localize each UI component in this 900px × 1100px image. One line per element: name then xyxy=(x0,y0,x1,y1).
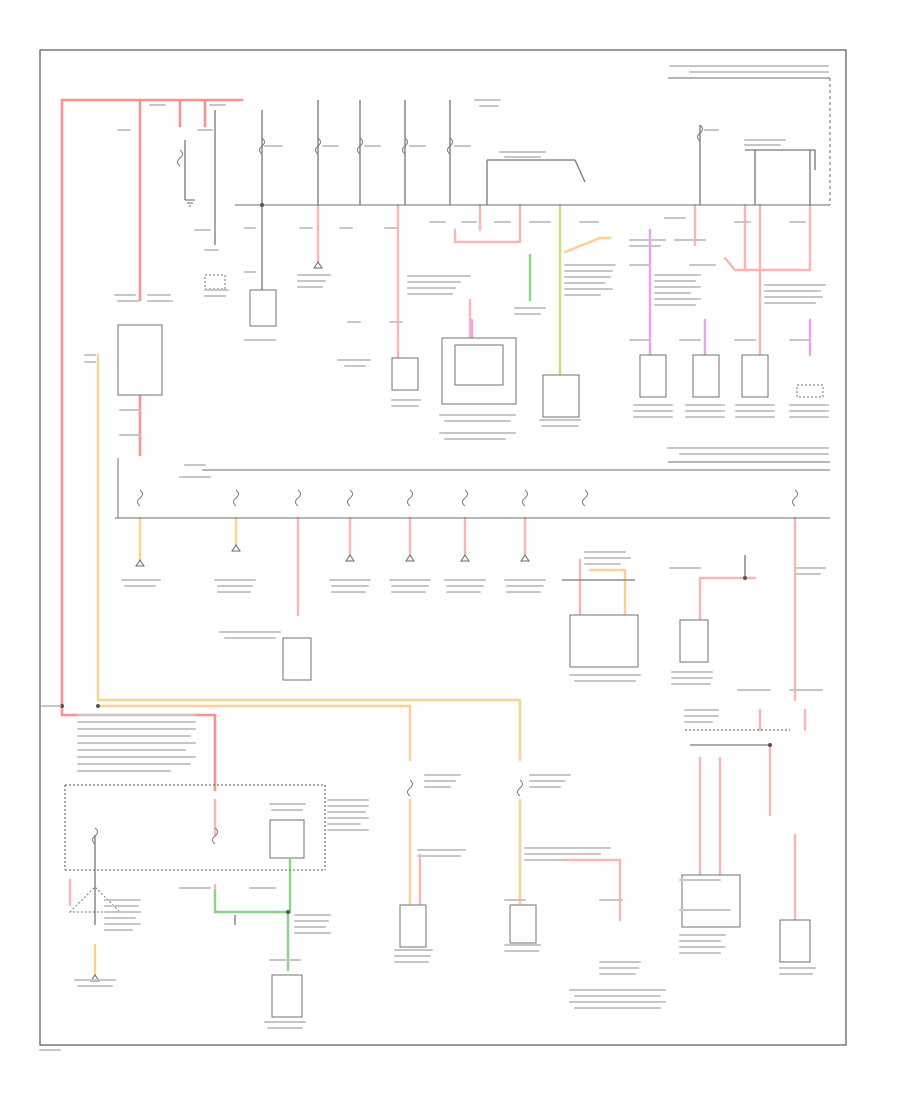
fuse-3 xyxy=(357,137,363,155)
fuse-15 xyxy=(792,489,798,507)
transmission-range-box xyxy=(542,374,580,418)
component-boxes xyxy=(117,274,824,1018)
fuse-4 xyxy=(402,137,408,155)
fuse-6 xyxy=(697,124,703,142)
ground-icon xyxy=(460,554,470,562)
battery-box xyxy=(204,274,226,290)
orange-wires xyxy=(93,236,627,977)
bus-bars xyxy=(115,77,831,519)
ground-icon xyxy=(231,544,241,552)
sensor-box-3 xyxy=(741,354,769,398)
diagram-frame xyxy=(39,49,847,1046)
fuse-10 xyxy=(347,489,353,507)
generator-box xyxy=(249,289,277,327)
headlamp-switch-box xyxy=(779,919,811,963)
fuse-14 xyxy=(582,489,588,507)
pink-wires xyxy=(68,203,812,922)
splice-dots xyxy=(60,203,772,914)
fuse-5 xyxy=(447,137,453,155)
fuse-18 xyxy=(92,827,98,845)
fuel-pump-box xyxy=(399,904,427,948)
starter-relay-box xyxy=(117,324,163,396)
headlamp-relay-box xyxy=(681,874,741,928)
fuse-13 xyxy=(522,489,528,507)
central-junction-box xyxy=(569,614,639,668)
fuse-17 xyxy=(517,779,523,797)
label-strokes xyxy=(39,65,829,1051)
ground-icon xyxy=(313,261,323,269)
abs-module-box xyxy=(679,619,709,663)
mega-fuse-box xyxy=(391,357,419,391)
relay-module-box xyxy=(282,637,312,681)
fuse-16 xyxy=(407,779,413,797)
pcm-inner xyxy=(454,344,504,386)
sensor-box-2 xyxy=(692,354,720,398)
fuse-2 xyxy=(315,137,321,155)
ground-icon xyxy=(405,554,415,562)
fuse-12 xyxy=(462,489,468,507)
fuse-19 xyxy=(212,827,218,845)
fuse-1 xyxy=(259,137,265,155)
grey-wires xyxy=(64,100,816,925)
ground-icon xyxy=(135,559,145,567)
pcm-relay-box xyxy=(269,819,305,859)
ground-icon xyxy=(345,554,355,562)
ignition-coil-box xyxy=(271,974,303,1018)
sensor-box-4 xyxy=(796,384,824,398)
fuse-11 xyxy=(407,489,413,507)
ground-symbols xyxy=(90,199,530,982)
trailer-box xyxy=(509,904,537,944)
fuse-20 xyxy=(177,149,183,167)
ground-icon xyxy=(520,554,530,562)
fuse-9 xyxy=(295,489,301,507)
fuse-7 xyxy=(137,489,143,507)
ground-icon xyxy=(185,199,195,207)
fuse-symbols xyxy=(92,124,798,845)
fuse-8 xyxy=(233,489,239,507)
sensor-box-1 xyxy=(639,354,667,398)
